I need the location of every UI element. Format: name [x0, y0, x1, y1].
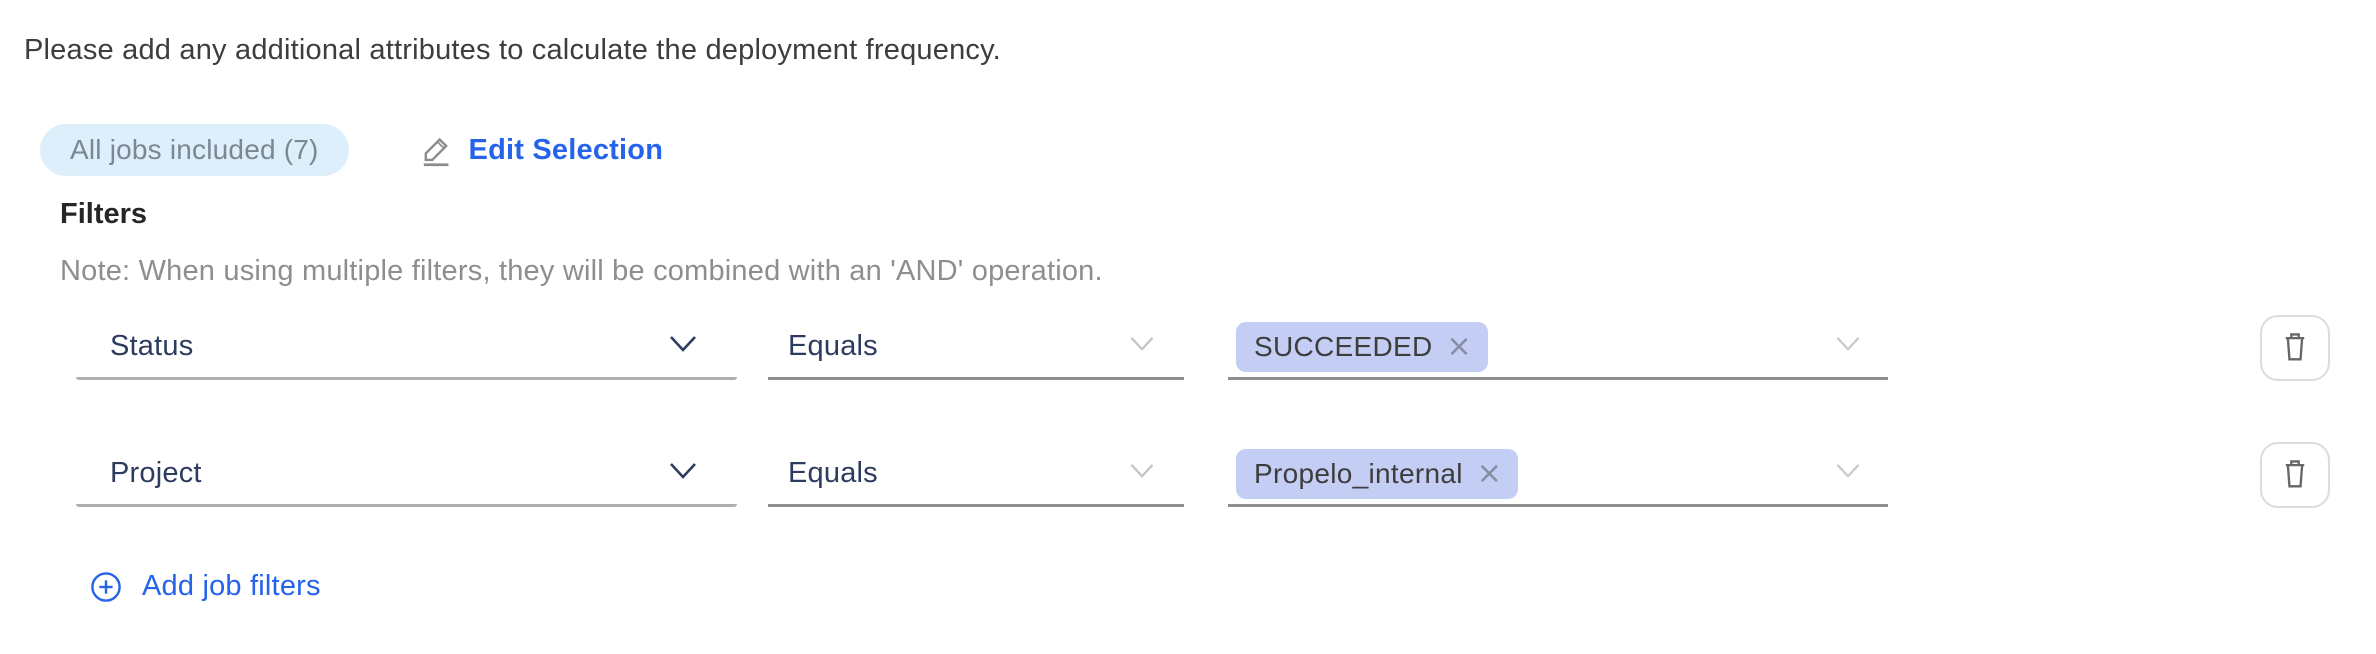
chevron-down-icon	[667, 461, 699, 486]
operator-select[interactable]: Equals	[768, 443, 1184, 507]
pencil-icon	[419, 133, 453, 167]
operator-select[interactable]: Equals	[768, 316, 1184, 380]
job-selection-row: All jobs included (7) Edit Selection	[40, 124, 663, 176]
edit-selection-link[interactable]: Edit Selection	[419, 133, 664, 167]
operator-select-value: Equals	[788, 330, 878, 362]
value-tag-label: Propelo_internal	[1254, 457, 1463, 489]
trash-icon	[2280, 458, 2310, 493]
edit-selection-label: Edit Selection	[468, 133, 664, 166]
attribute-select-value: Status	[110, 330, 194, 362]
chevron-down-icon	[667, 334, 699, 359]
value-select[interactable]: Propelo_internal ×	[1228, 443, 1888, 507]
filter-row: Status Equals SUCCEEDED ×	[76, 315, 2330, 381]
chevron-down-icon	[1128, 335, 1156, 358]
filters-title: Filters	[60, 198, 148, 230]
trash-icon	[2280, 331, 2310, 366]
delete-filter-button[interactable]	[2260, 442, 2330, 508]
filters-note: Note: When using multiple filters, they …	[60, 255, 1103, 287]
delete-filter-button[interactable]	[2260, 315, 2330, 381]
instruction-text: Please add any additional attributes to …	[24, 34, 1001, 66]
value-tag: SUCCEEDED ×	[1236, 321, 1488, 372]
jobs-included-badge: All jobs included (7)	[40, 124, 349, 176]
plus-circle-icon	[90, 571, 122, 603]
chevron-down-icon	[1128, 462, 1156, 485]
attribute-select[interactable]: Project	[76, 443, 737, 507]
attribute-select[interactable]: Status	[76, 316, 737, 380]
add-job-filters-button[interactable]: Add job filters	[90, 570, 321, 603]
close-icon[interactable]: ×	[1476, 455, 1503, 491]
chevron-down-icon	[1834, 335, 1862, 358]
value-tag-label: SUCCEEDED	[1254, 330, 1433, 362]
chevron-down-icon	[1834, 462, 1862, 485]
value-tag: Propelo_internal ×	[1236, 448, 1519, 499]
operator-select-value: Equals	[788, 457, 878, 489]
add-job-filters-label: Add job filters	[142, 570, 321, 602]
attribute-select-value: Project	[110, 457, 202, 489]
filter-row: Project Equals Propelo_internal ×	[76, 442, 2330, 508]
close-icon[interactable]: ×	[1446, 328, 1472, 364]
value-select[interactable]: SUCCEEDED ×	[1228, 316, 1888, 380]
